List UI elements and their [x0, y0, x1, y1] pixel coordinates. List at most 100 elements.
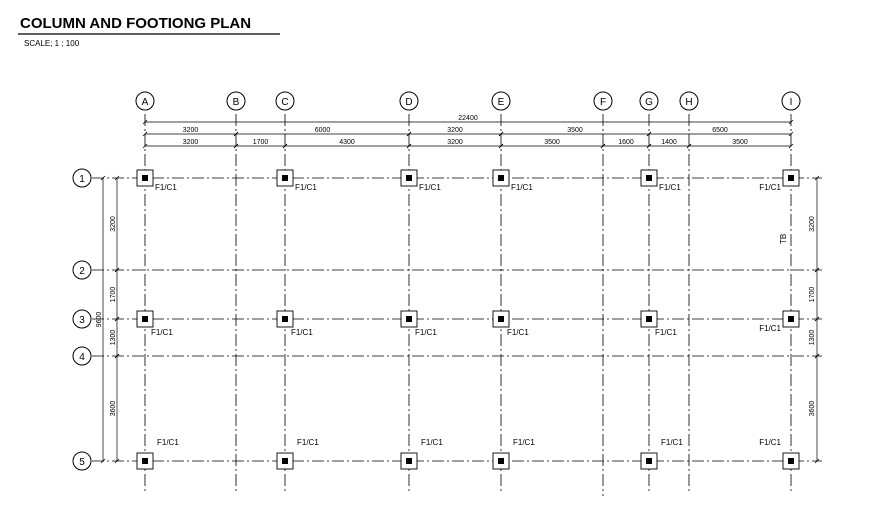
drawing-scale: SCALE; 1 ; 100 — [24, 39, 80, 48]
dimension-tick — [406, 143, 412, 149]
dimension-value: 22400 — [458, 115, 478, 122]
dimension-value: 3200 — [447, 139, 463, 146]
dimension-horizontal-row2: 1600 — [600, 139, 652, 149]
column-bubble-circle — [399, 91, 419, 111]
dimension-horizontal-row2: 1400 — [646, 139, 692, 149]
row-bubble-1: 1 — [72, 168, 92, 188]
column-marker — [142, 175, 148, 181]
dimension-tick — [814, 267, 820, 273]
dimension-vertical-left: 3200 — [110, 175, 120, 273]
row-bubble-label: 4 — [79, 352, 85, 363]
dimension-tick — [814, 175, 820, 181]
dimension-tick — [142, 119, 148, 125]
row-bubble-label: 1 — [79, 174, 85, 185]
row-bubble-4: 4 — [72, 346, 92, 366]
footing-d5: F1/C1 — [400, 438, 443, 470]
column-marker — [646, 316, 652, 322]
footing-a1: F1/C1 — [136, 169, 177, 192]
row-bubble-3: 3 — [72, 309, 92, 329]
dimension-value: 3500 — [732, 139, 748, 146]
dimension-tick — [114, 353, 120, 359]
footing-label: F1/C1 — [507, 328, 529, 337]
column-marker — [646, 175, 652, 181]
drawing-title: COLUMN AND FOOTIONG PLAN — [20, 15, 251, 32]
dimension-tick — [233, 131, 239, 137]
column-marker — [282, 458, 288, 464]
column-marker — [788, 175, 794, 181]
footing-g5: F1/C1 — [640, 438, 683, 470]
dimension-tick — [686, 143, 692, 149]
column-marker — [282, 316, 288, 322]
column-bubble-label: E — [498, 97, 505, 108]
footing-a3: F1/C1 — [136, 310, 173, 337]
dimension-tick — [406, 131, 412, 137]
footing-label: F1/C1 — [415, 328, 437, 337]
dimension-tick — [646, 143, 652, 149]
row-bubble-2: 2 — [72, 260, 92, 280]
dimension-value: 3600 — [110, 401, 117, 417]
footing-i1: F1/C1 — [759, 169, 800, 192]
footing-d1: F1/C1 — [400, 169, 441, 192]
footing-label: F1/C1 — [513, 438, 535, 447]
dimension-value: 3500 — [567, 127, 583, 134]
dimension-tick — [788, 119, 794, 125]
column-bubble-circle — [226, 91, 246, 111]
footing-label: F1/C1 — [655, 328, 677, 337]
column-bubble-c: C — [275, 91, 295, 111]
row-bubble-label: 5 — [79, 457, 85, 468]
column-marker — [406, 316, 412, 322]
column-marker — [142, 316, 148, 322]
dimension-value: 1300 — [809, 330, 816, 346]
dimension-horizontal-row2: 3200 — [406, 139, 504, 149]
column-bubble-label: A — [142, 97, 149, 108]
dimension-horizontal-row2: 4300 — [282, 139, 412, 149]
column-bubble-circle — [679, 91, 699, 111]
dimension-value: 4300 — [339, 139, 355, 146]
column-marker — [406, 458, 412, 464]
dimension-vertical-right: 3200 — [809, 175, 820, 273]
dimension-value: 1700 — [253, 139, 269, 146]
dimension-horizontal-row1: 3200 — [142, 127, 239, 137]
column-bubble-label: B — [233, 97, 240, 108]
dimension-horizontal-row2: 3500 — [686, 139, 794, 149]
dimension-tick — [233, 143, 239, 149]
dimension-horizontal-row1: 6000 — [233, 127, 412, 137]
column-bubble-label: H — [685, 97, 692, 108]
dimension-tick — [142, 131, 148, 137]
dimension-overall-horizontal: 22400 — [142, 115, 794, 125]
column-bubble-circle — [275, 91, 295, 111]
footing-e3: F1/C1 — [492, 310, 529, 337]
dimension-value: 1400 — [661, 139, 677, 146]
footing-label: F1/C1 — [659, 183, 681, 192]
dimension-value: 3200 — [447, 127, 463, 134]
column-marker — [788, 458, 794, 464]
dimension-value: 6000 — [315, 127, 331, 134]
footing-g3: F1/C1 — [640, 310, 677, 337]
row-bubble-5: 5 — [72, 451, 92, 471]
dimension-vertical-right: 1300 — [809, 316, 820, 359]
column-bubble-circle — [593, 91, 613, 111]
footing-label: F1/C1 — [295, 183, 317, 192]
dimension-value: 6500 — [712, 127, 728, 134]
dimension-value: 3200 — [183, 127, 199, 134]
dimension-tick — [814, 316, 820, 322]
dimension-value: 3600 — [809, 401, 816, 417]
dimension-horizontal-row1: 6500 — [646, 127, 794, 137]
dimension-value: 3200 — [809, 216, 816, 232]
footing-c3: F1/C1 — [276, 310, 313, 337]
dimension-horizontal-row2: 1700 — [233, 139, 288, 149]
dimension-value: 1300 — [110, 330, 117, 346]
dimension-tick — [114, 316, 120, 322]
column-marker — [498, 458, 504, 464]
footing-i3: F1/C1 — [759, 310, 800, 333]
column-marker — [406, 175, 412, 181]
footing-label: F1/C1 — [661, 438, 683, 447]
row-bubble-circle — [72, 346, 92, 366]
row-bubble-circle — [72, 451, 92, 471]
dimension-vertical-right: 3600 — [809, 353, 820, 464]
column-bubble-circle — [135, 91, 155, 111]
dimension-value: 3200 — [183, 139, 199, 146]
footing-label: F1/C1 — [151, 328, 173, 337]
column-bubble-f: F — [593, 91, 613, 111]
